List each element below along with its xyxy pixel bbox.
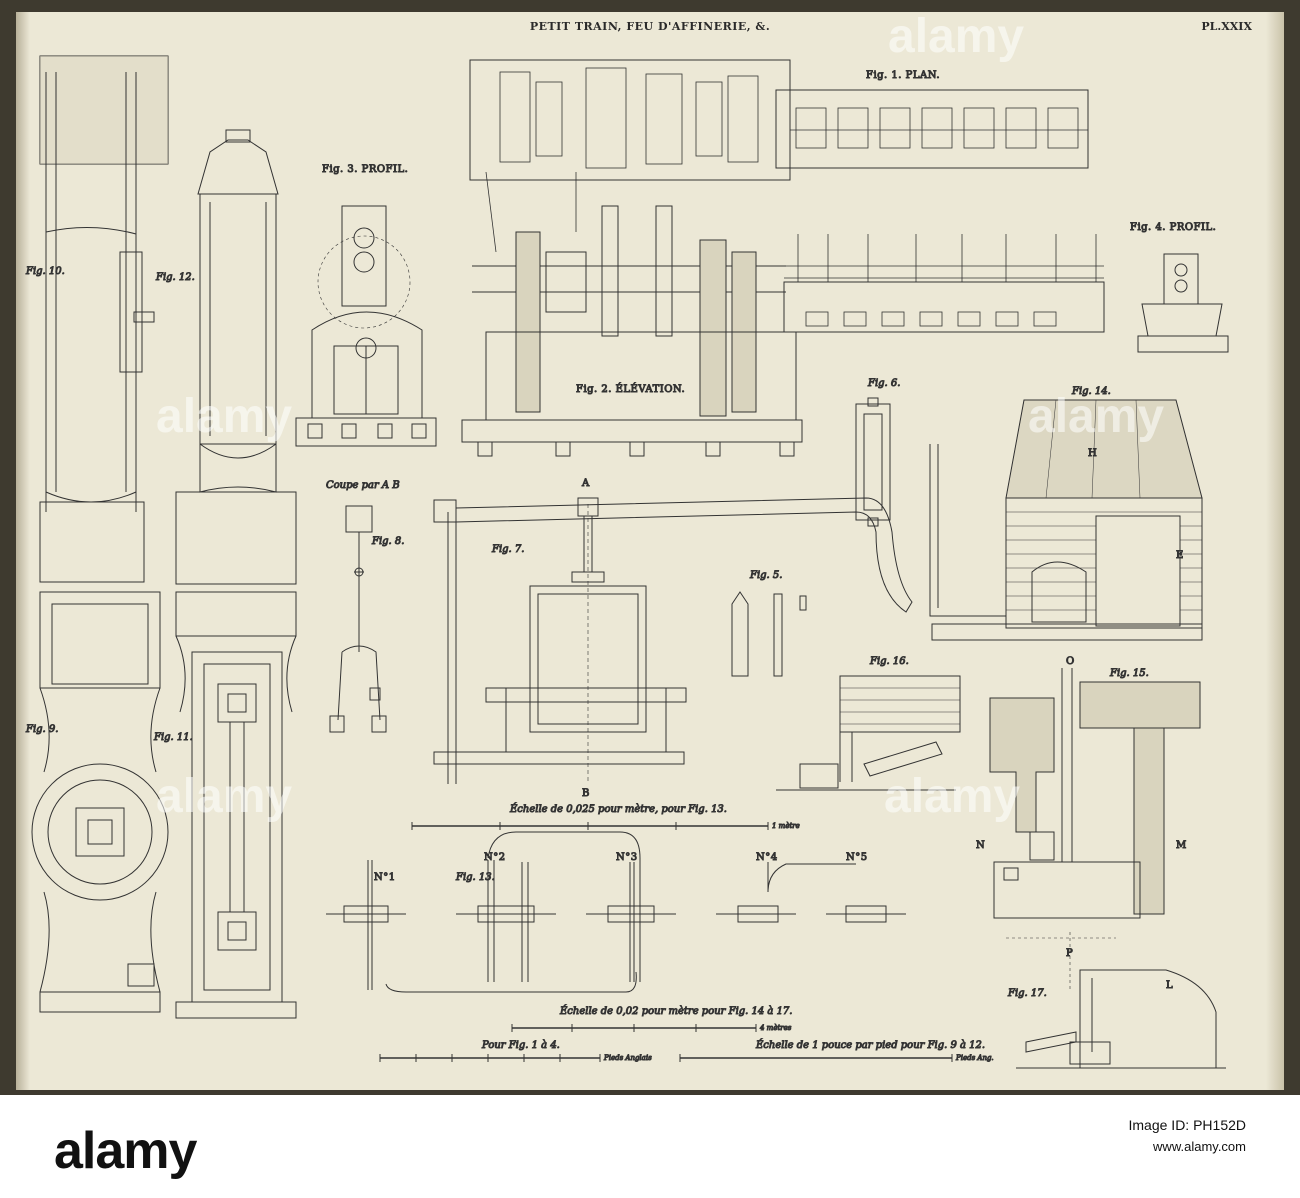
letter-n: N xyxy=(976,840,985,851)
plate-page: PETIT TRAIN, FEU D'AFFINERIE, &. PL.XXIX… xyxy=(16,12,1284,1090)
fig-3-drawing xyxy=(295,205,437,447)
fig-4-label: Fig. 4. PROFIL. xyxy=(1130,222,1216,233)
scale-4-end: Pieds Ang. xyxy=(955,1054,994,1062)
stock-footer: alamy Image ID: PH152D www.alamy.com xyxy=(0,1095,1300,1198)
fig-7-drawing xyxy=(433,497,913,784)
fig-9-label: Fig. 9. xyxy=(25,724,58,735)
fig-7-label: Fig. 7. xyxy=(491,544,524,555)
plate-number: PL.XXIX xyxy=(1201,20,1252,33)
letter-a: A xyxy=(581,478,590,489)
fig-1-plan-drawing xyxy=(469,59,1089,253)
fig-4-drawing xyxy=(1137,253,1229,353)
fig-16-label: Fig. 16. xyxy=(869,656,909,667)
fig-9-drawing xyxy=(31,591,169,1013)
fig-11-label: Fig. 11. xyxy=(153,732,193,743)
book-gutter xyxy=(16,12,30,1090)
fig-13-label: Fig. 13. xyxy=(455,872,495,883)
image-info: Image ID: PH152D www.alamy.com xyxy=(1129,1117,1247,1154)
fig-2-label: Fig. 2. ÉLÉVATION. xyxy=(576,383,685,395)
coupe-label: Coupe par A B xyxy=(326,480,400,491)
scale-bar-3 xyxy=(379,1054,601,1062)
fig-12-label: Fig. 12. xyxy=(155,272,195,283)
fig-6-label: Fig. 6. xyxy=(867,378,900,389)
fig-15-label: Fig. 15. xyxy=(1109,668,1149,679)
letter-m: M xyxy=(1176,840,1187,851)
letter-o: O xyxy=(1066,656,1075,667)
scale-2-end: 4 mètres xyxy=(759,1024,792,1032)
fig-12-drawing xyxy=(175,129,297,585)
fig-17-drawing xyxy=(1016,969,1226,1069)
fig-17-label: Fig. 17. xyxy=(1007,988,1047,999)
scale-bar-4 xyxy=(679,1054,953,1062)
number-3: N°3 xyxy=(616,852,638,863)
letter-b: B xyxy=(582,788,590,799)
scale-2-text: Échelle de 0,02 pour mètre pour Fig. 14 … xyxy=(559,1005,792,1017)
number-4: N°4 xyxy=(756,852,778,863)
fig-2-elevation-drawing xyxy=(461,205,1105,457)
fig-11-drawing xyxy=(175,591,297,1019)
letter-l: L xyxy=(1166,980,1173,991)
fig-13-drawing xyxy=(326,831,906,993)
scale-4-text: Échelle de 1 pouce par pied pour Fig. 9 … xyxy=(755,1039,985,1051)
plate-title: PETIT TRAIN, FEU D'AFFINERIE, &. xyxy=(529,20,771,33)
svg-text:alamy: alamy xyxy=(156,390,292,443)
fig-10-label: Fig. 10. xyxy=(25,266,65,277)
site-url[interactable]: www.alamy.com xyxy=(1153,1139,1246,1154)
fig-5-drawing xyxy=(731,591,807,677)
svg-text:alamy: alamy xyxy=(884,770,1020,823)
scale-bar-2 xyxy=(511,1024,757,1032)
fig-5-label: Fig. 5. xyxy=(749,570,782,581)
page-edge xyxy=(1266,12,1284,1090)
scale-bar-1 xyxy=(411,822,769,830)
number-1: N°1 xyxy=(374,872,396,883)
letter-p: P xyxy=(1066,948,1073,959)
scanned-plate: PETIT TRAIN, FEU D'AFFINERIE, &. PL.XXIX… xyxy=(0,0,1300,1095)
number-5: N°5 xyxy=(846,852,868,863)
scale-3-text: Pour Fig. 1 à 4. xyxy=(481,1040,560,1051)
fig-6-drawing xyxy=(855,397,891,527)
letter-e: E xyxy=(1176,550,1184,561)
fig-10-drawing xyxy=(39,55,169,583)
fig-14-label: Fig. 14. xyxy=(1071,386,1111,397)
svg-text:alamy: alamy xyxy=(1028,390,1164,443)
svg-text:alamy: alamy xyxy=(888,12,1024,63)
svg-text:alamy: alamy xyxy=(156,770,292,823)
fig-3-label: Fig. 3. PROFIL. xyxy=(322,164,408,175)
fig-8-drawing xyxy=(329,505,387,733)
fig-14-drawing xyxy=(929,399,1203,641)
watermark: alamy alamy alamy alamy alamy xyxy=(156,12,1164,823)
engraving: Fig. 10. Fig. 12. xyxy=(25,12,1229,1069)
scale-3-end: Pieds Anglais xyxy=(603,1054,652,1062)
fig-15-drawing xyxy=(989,668,1201,992)
alamy-logo[interactable]: alamy xyxy=(54,1122,197,1180)
scale-1-end: 1 mètre xyxy=(772,822,800,830)
fig-1-label: Fig. 1. PLAN. xyxy=(866,70,940,81)
fig-8-label: Fig. 8. xyxy=(371,536,404,547)
scale-1-text: Échelle de 0,025 pour mètre, pour Fig. 1… xyxy=(509,803,727,815)
number-2: N°2 xyxy=(484,852,506,863)
image-id: Image ID: PH152D xyxy=(1128,1117,1247,1133)
letter-h: H xyxy=(1088,448,1097,459)
fig-16-drawing xyxy=(776,675,961,791)
